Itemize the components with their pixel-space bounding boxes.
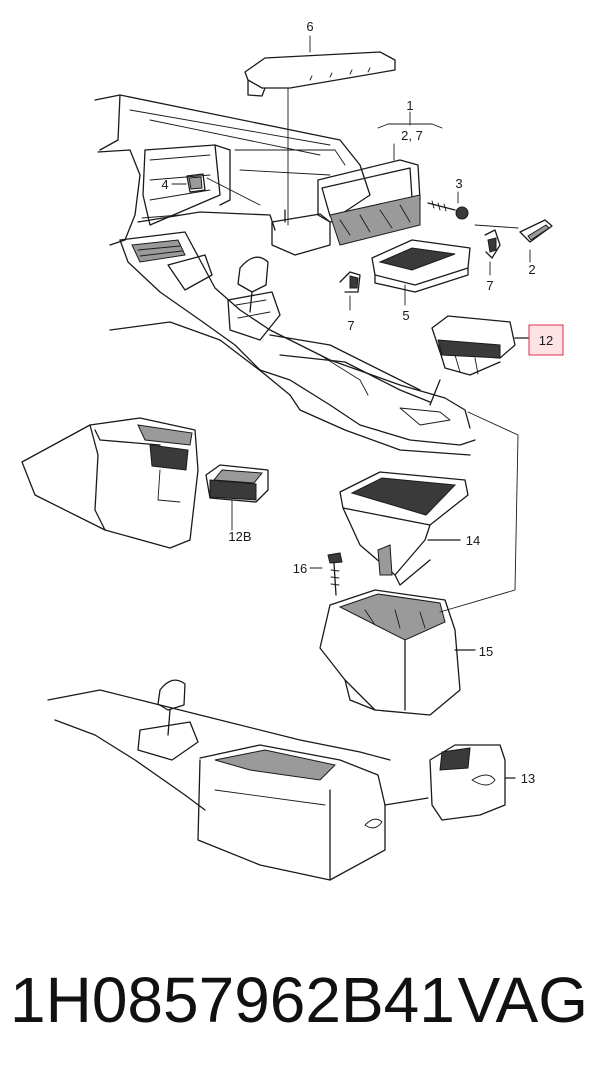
part-3-screw bbox=[427, 200, 469, 220]
callout-16: 16 bbox=[293, 561, 307, 576]
dashboard-drawing bbox=[94, 94, 371, 246]
callout-15: 15 bbox=[479, 644, 493, 659]
part-12-ashtray bbox=[431, 315, 531, 376]
part-7-clip-left bbox=[339, 271, 361, 293]
callout-2-7: 2, 7 bbox=[401, 128, 423, 143]
console-top-drawing bbox=[109, 231, 476, 456]
part-16-screw bbox=[327, 552, 343, 596]
leader-lines bbox=[171, 35, 531, 569]
part-2-bracket bbox=[474, 219, 553, 243]
callout-12b: 12B bbox=[228, 529, 251, 544]
callout-14: 14 bbox=[466, 533, 480, 548]
part-7-clip-right bbox=[484, 229, 501, 259]
callout-7-right: 7 bbox=[486, 278, 493, 293]
callout-3: 3 bbox=[455, 176, 462, 191]
part-5-tray bbox=[371, 239, 471, 299]
callout-2: 2 bbox=[528, 262, 535, 277]
console-bottom-drawing bbox=[47, 679, 429, 881]
part-6-lid bbox=[244, 51, 396, 226]
callout-labels: 6 1 2, 7 3 4 2 7 7 5 12 12B 14 16 15 13 bbox=[161, 19, 553, 786]
part-15-console bbox=[319, 589, 476, 716]
part-12b-insert bbox=[205, 464, 269, 521]
leader-line bbox=[439, 411, 519, 613]
callout-1: 1 bbox=[406, 98, 413, 113]
callout-5: 5 bbox=[402, 308, 409, 323]
callout-7-left: 7 bbox=[347, 318, 354, 333]
part-number: 1H0857962B41 bbox=[10, 964, 455, 1036]
callout-4: 4 bbox=[161, 177, 168, 192]
callout-12: 12 bbox=[539, 333, 553, 348]
part-14-box bbox=[339, 471, 469, 586]
console-left-drawing bbox=[21, 417, 199, 549]
brand-label: VAG bbox=[457, 964, 588, 1036]
part-4-clip bbox=[186, 173, 261, 206]
part-1-frame bbox=[271, 159, 421, 256]
part-13-cover bbox=[429, 744, 516, 821]
callout-6: 6 bbox=[306, 19, 313, 34]
callout-13: 13 bbox=[521, 771, 535, 786]
callout-12-highlight bbox=[528, 324, 564, 356]
footer: 1H0857962B41 VAG bbox=[0, 950, 600, 1050]
